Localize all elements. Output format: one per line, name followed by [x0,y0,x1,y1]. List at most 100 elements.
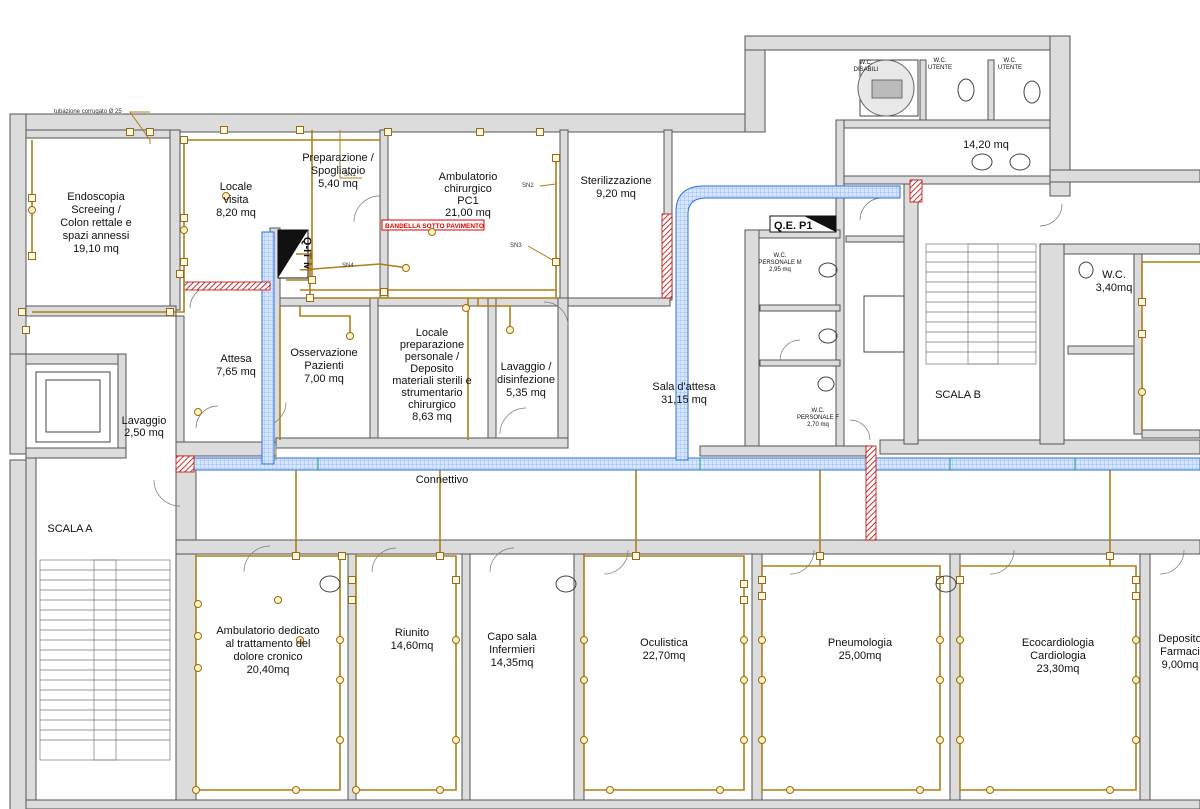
room-label-ambulatorio-dolore-line-4: 20,40mq [247,664,290,676]
door-swing [789,549,815,575]
light-point [506,326,514,334]
light-point [192,786,200,794]
sn3-tag: SN3 [510,243,522,249]
junction-box [552,258,560,266]
junction-box [476,128,484,136]
door-swing [603,549,629,575]
small-labels: W.C.DISABILIW.C.UTENTEW.C.UTENTEW.C.PERS… [758,58,1022,428]
fixture-label-wc-personale-m-line-1: W.C. [774,253,787,259]
junction-box [1138,298,1146,306]
junction-box [180,136,188,144]
junction-box [28,252,36,260]
junction-box [1132,576,1140,584]
junction-box [936,576,944,584]
room-label-locale-preparazione-line-6: strumentario [401,387,462,399]
junction-box [292,552,300,560]
light-point [606,786,614,794]
room-label-capo-sala-line-1: Capo sala [487,631,537,643]
room-label-lavaggio-disinfezione-line-1: Lavaggio / [501,361,553,373]
room-label-ecocardiologia-line-1: Ecocardiologia [1022,637,1095,649]
room-label-locale-preparazione-line-4: Deposito [410,363,453,375]
light-point [580,636,588,644]
fixture-label-wc-utente-2-line-1: W.C. [1004,58,1017,64]
room-label-lavaggio-line-1: Lavaggio [122,415,167,427]
room-label-osservazione-line-1: Osservazione [290,347,357,359]
fixture-label-wc-personale-f-line-3: 2,70 mq [807,422,829,428]
light-point [346,332,354,340]
door-swing [1039,203,1063,227]
room-label-riunito-line-2: 14,60mq [391,640,434,652]
junction-box [22,326,30,334]
light-point [758,636,766,644]
room-label-locale-preparazione-line-7: chirurgico [408,399,456,411]
room-label-attesa-line-1: Attesa [220,353,252,365]
junction-box [180,258,188,266]
light-point [1132,676,1140,684]
light-point [758,676,766,684]
junction-box [816,552,824,560]
light-point [452,636,460,644]
light-point [462,304,470,312]
light-point [580,736,588,744]
room-label-preparazione-line-3: 5,40 mq [318,178,358,190]
light-point [740,736,748,744]
walls [9,35,1200,809]
fixture-label-wc-utente-2-line-2: UTENTE [998,65,1022,71]
fixture-label-wc-personale-f-line-1: W.C. [812,408,825,414]
room-label-locale-preparazione-line-3: personale / [405,351,460,363]
room-label-oculistica-line-2: 22,70mq [643,650,686,662]
room-label-wc-right-line-1: W.C. [1102,269,1126,281]
door-swing [353,195,381,223]
junction-box [452,576,460,584]
junction-box [348,596,356,604]
room-label-deposito-farmaci-line-2: Farmaci [1160,646,1200,658]
room-label-ambulatorio-dolore-line-3: dolore cronico [233,651,302,663]
room-label-sala-attesa-line-2: 31,15 mq [661,394,707,406]
junction-box [126,128,134,136]
room-label-capo-sala-line-2: Infermieri [489,644,535,656]
room-label-sala-attesa-line-1: Sala d'attesa [652,381,716,393]
light-point [452,736,460,744]
room-label-scala-a-line-1: SCALA A [47,523,93,535]
junction-box [740,596,748,604]
junction-box [956,576,964,584]
room-label-deposito-farmaci-line-1: Deposito [1158,633,1200,645]
junction-box [306,294,314,302]
room-label-pneumologia-line-1: Pneumologia [828,637,893,649]
fixture-label-wc-utente-1-line-1: W.C. [934,58,947,64]
light-point [296,636,304,644]
light-point [1138,388,1146,396]
junction-box [380,288,388,296]
sanitary-fixtures [319,59,1094,593]
light-point [1132,736,1140,744]
light-point [956,636,964,644]
light-point [428,228,436,236]
junction-box [348,576,356,584]
junction-box [1106,552,1114,560]
room-label-locale-visita-line-2: visita [223,194,249,206]
panel-q-e-p1[interactable]: Q.E. P1 [769,215,837,233]
light-point [336,736,344,744]
light-point [1106,786,1114,794]
light-point [740,636,748,644]
door-swing [195,405,219,429]
junction-box [338,552,346,560]
room-label-ambulatorio-chirurgico-line-1: Ambulatorio [439,171,498,183]
door-swing [989,549,1015,575]
junction-box [536,128,544,136]
room-label-preparazione-line-1: Preparazione / [302,152,374,164]
light-point [194,600,202,608]
light-point [986,786,994,794]
junction-box [18,308,26,316]
room-label-lavaggio-disinfezione-line-2: disinfezione [497,374,555,386]
room-label-deposito-farmaci-line-3: 9,00mq [1162,659,1199,671]
panel-q-e-p1-label: Q.E. P1 [774,220,813,232]
light-point [352,786,360,794]
room-label-ambulatorio-chirurgico-line-3: PC1 [457,195,478,207]
door-swing [243,545,271,573]
light-point [402,264,410,272]
junction-box [296,126,304,134]
light-point [740,676,748,684]
